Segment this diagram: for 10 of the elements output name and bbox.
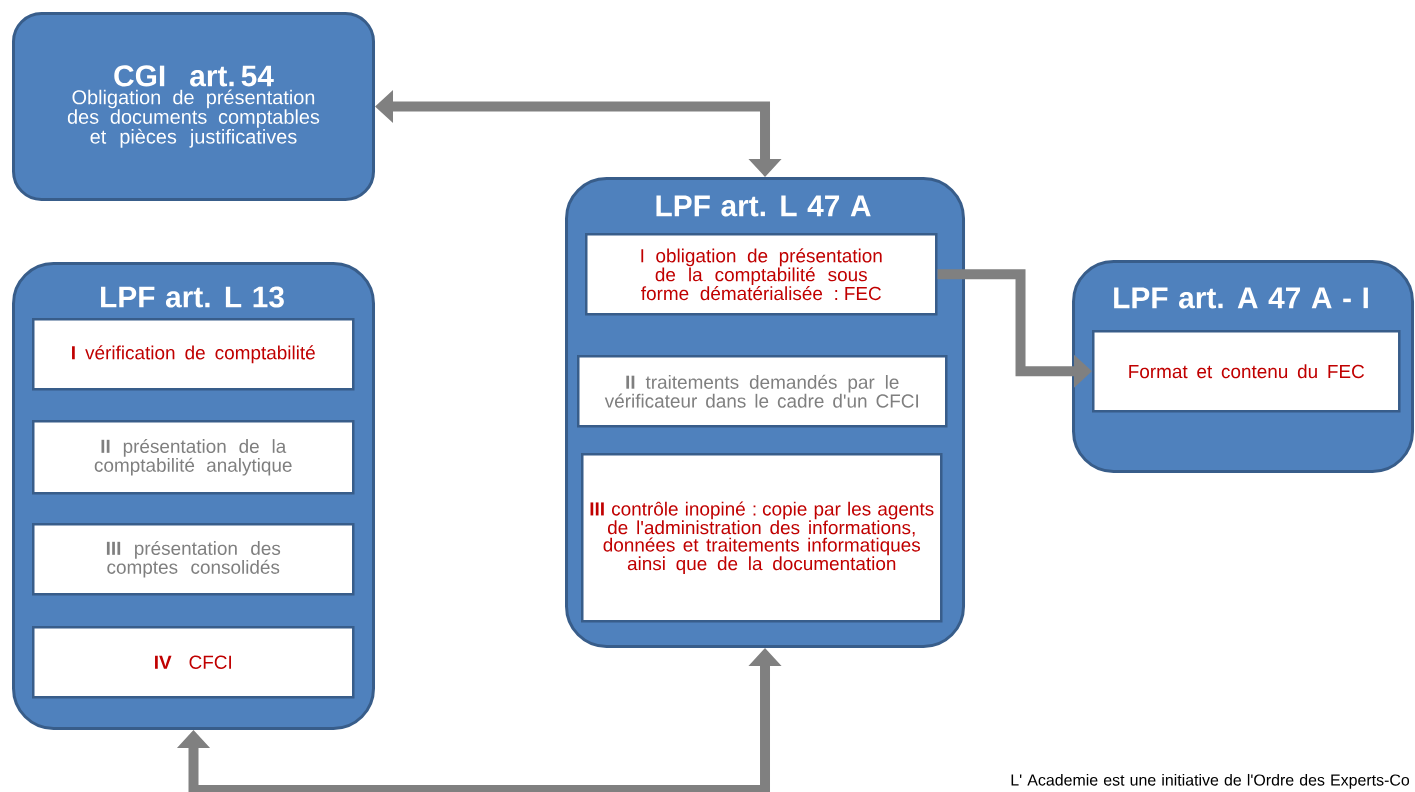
section-box: II traitements demandés par le vérificateur dans le cadre d'un CFCI	[577, 355, 948, 428]
section-box: IV CFCI	[32, 626, 355, 699]
article-box: CGI art. 54 Obligation de présentation des documents comptables et pièces justificatives	[12, 12, 375, 201]
section-box: III présentation des comptes consolidés	[32, 523, 355, 596]
section-box: III contrôle inopiné : copie par les agents de l'administration des informations, données et traitements informatiques ainsi que de la documentation	[581, 453, 943, 623]
section-box: Format et contenu du FEC	[1092, 330, 1401, 413]
section-box: I obligation de présentation de la comptabilité sous forme dématérialisée : FEC	[585, 233, 938, 316]
footer-note: L' Academie est une initiative de l'Ordre des Experts-Co	[1011, 773, 1410, 789]
section-box: I vérification de comptabilité	[32, 318, 355, 391]
section-box: II présentation de la comptabilité analytique	[32, 420, 355, 495]
